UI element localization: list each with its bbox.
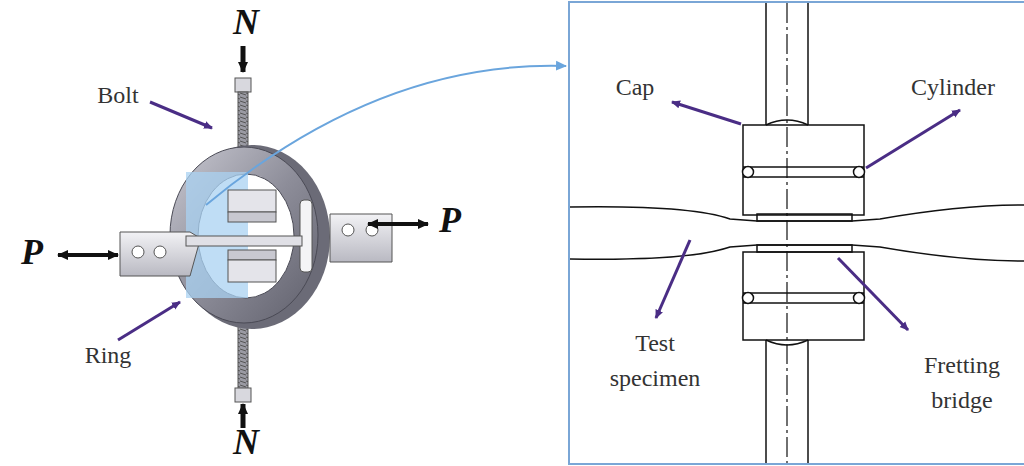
force-arrow bbox=[241, 46, 246, 72]
bolt-nut bbox=[235, 78, 251, 92]
part-label: Cap bbox=[600, 70, 670, 105]
detail-frame bbox=[569, 2, 1024, 464]
force-label: N bbox=[228, 422, 264, 462]
specimen-plate bbox=[330, 214, 392, 262]
leader-line bbox=[672, 102, 741, 124]
part-label: Cylinder bbox=[898, 70, 1008, 105]
part-label: Test specimen bbox=[596, 326, 714, 396]
leader-line bbox=[118, 302, 180, 340]
cap-block bbox=[228, 190, 276, 212]
force-label: P bbox=[430, 200, 470, 240]
zoom-curve bbox=[206, 66, 566, 205]
cap-block bbox=[228, 250, 276, 260]
leader-line bbox=[150, 102, 212, 128]
part-label: Bolt bbox=[78, 78, 158, 113]
force-label: P bbox=[12, 232, 52, 272]
part-label: Fretting bridge bbox=[906, 348, 1018, 418]
leader-line bbox=[866, 110, 960, 168]
bolt-nut bbox=[235, 388, 251, 402]
test-specimen bbox=[570, 245, 1024, 261]
center-line bbox=[786, 3, 787, 463]
cylinder bbox=[854, 293, 865, 304]
fretting-bridge bbox=[757, 214, 852, 221]
leader-line bbox=[838, 258, 908, 330]
cap bbox=[743, 125, 864, 215]
fretting-bridge bbox=[757, 245, 852, 252]
cap-block bbox=[228, 212, 276, 222]
cylinder bbox=[743, 167, 754, 178]
specimen bbox=[186, 236, 302, 246]
cylinder bbox=[743, 293, 754, 304]
force-label: N bbox=[228, 2, 264, 42]
cap-block bbox=[228, 260, 276, 282]
leader-line bbox=[656, 240, 690, 318]
test-specimen bbox=[570, 205, 1024, 221]
part-label: Ring bbox=[68, 338, 148, 373]
cylinder bbox=[854, 167, 865, 178]
